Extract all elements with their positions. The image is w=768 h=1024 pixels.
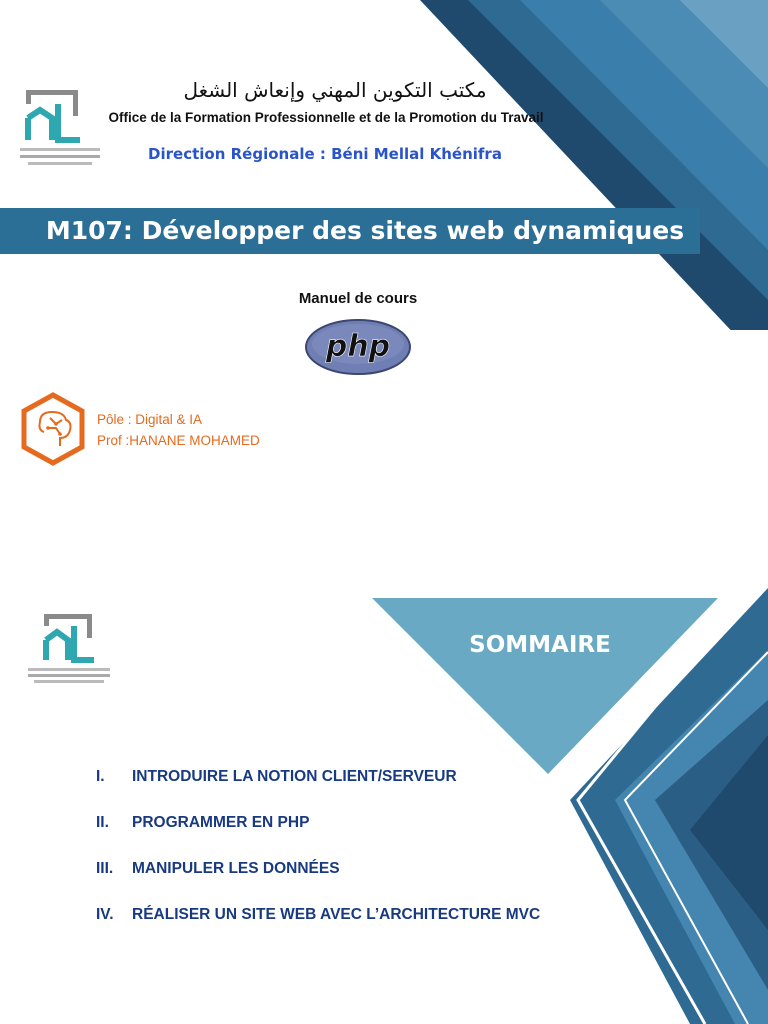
brain-logo [21, 392, 85, 466]
title-banner [0, 208, 700, 254]
toc-item[interactable]: IV. RÉALISER UN SITE WEB AVEC L’ARCHITEC… [96, 906, 616, 952]
arabic-title: مكتب التكوين المهني وإنعاش الشغل [183, 78, 487, 102]
pole-label: Pôle : Digital & IA [97, 412, 203, 427]
table-of-contents: I. INTRODUIRE LA NOTION CLIENT/SERVEUR I… [96, 768, 616, 952]
toc-item[interactable]: II. PROGRAMMER EN PHP [96, 814, 616, 860]
toc-item-label: RÉALISER UN SITE WEB AVEC L’ARCHITECTURE… [132, 906, 541, 923]
direction-regionale: Direction Régionale : Béni Mellal Khénif… [148, 145, 502, 163]
toc-item[interactable]: III. MANIPULER LES DONNÉES [96, 860, 616, 906]
toc-item-label: MANIPULER LES DONNÉES [132, 860, 340, 877]
manuel-label: Manuel de cours [298, 290, 418, 307]
php-logo-text: php [325, 329, 390, 364]
php-logo: php [305, 319, 411, 375]
toc-item-label: INTRODUIRE LA NOTION CLIENT/SERVEUR [132, 768, 457, 785]
ofppt-logo [20, 90, 100, 165]
toc-item-label: PROGRAMMER EN PHP [132, 814, 310, 831]
toc-item-number: IV. [96, 906, 114, 923]
ofppt-logo [28, 614, 110, 683]
module-title: M107: Développer des sites web dynamique… [45, 216, 685, 245]
toc-item[interactable]: I. INTRODUIRE LA NOTION CLIENT/SERVEUR [96, 768, 616, 814]
office-name: Office de la Formation Professionnelle e… [108, 110, 544, 125]
toc-item-number: III. [96, 860, 114, 877]
toc-item-number: II. [96, 814, 109, 831]
prof-label: Prof :HANANE MOHAMED [97, 433, 260, 448]
toc-item-number: I. [96, 768, 105, 785]
sommaire-title: SOMMAIRE [469, 632, 611, 658]
